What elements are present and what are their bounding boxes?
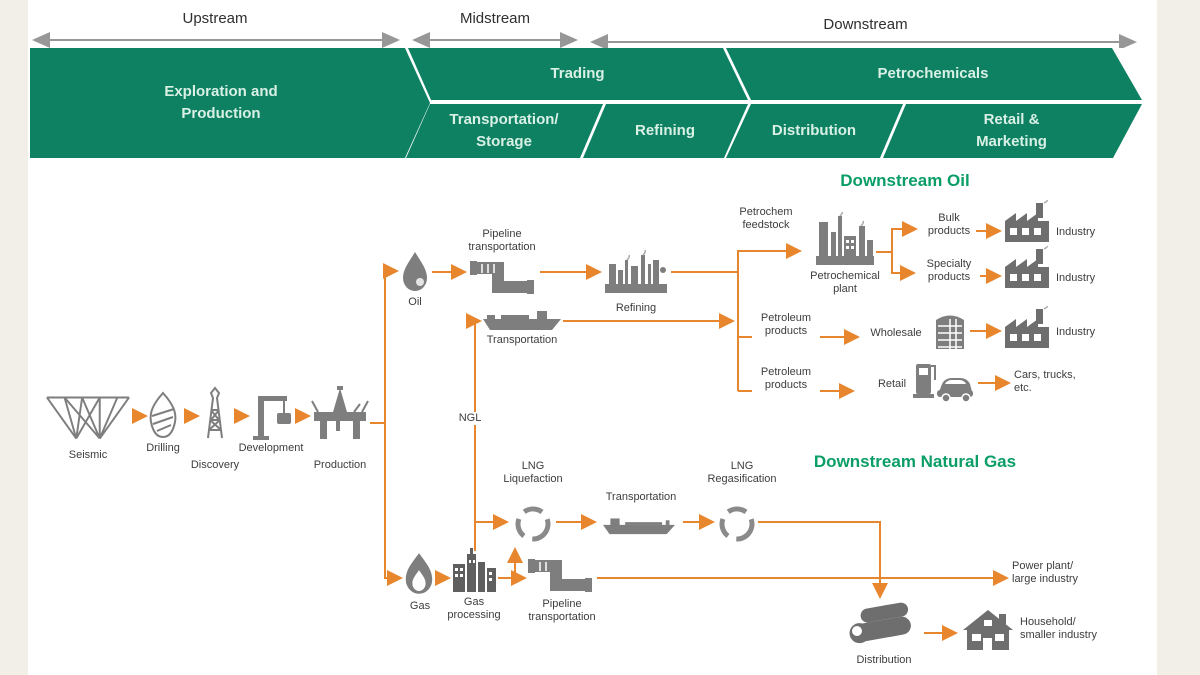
seismic-icon <box>46 396 130 440</box>
heading-downstream-natural-gas: Downstream Natural Gas <box>813 452 1017 471</box>
band-refining: Refining <box>583 104 748 158</box>
refinery-icon <box>605 250 667 293</box>
gas-processing-plant-icon <box>453 548 496 592</box>
band-retail-marketing: Retail & Marketing <box>883 104 1142 158</box>
factory-industry-icon <box>1005 246 1049 288</box>
arrow-regasification-distribution <box>758 521 888 599</box>
arrow-ngl-ship <box>466 313 482 551</box>
bulk-products-label: Bulk products <box>927 212 971 238</box>
pipeline-icon <box>470 261 534 294</box>
factory-industry-icon <box>1005 306 1049 348</box>
house-icon <box>963 610 1013 650</box>
petrochem-feedstock-label: Petrochem feedstock <box>739 206 793 232</box>
band-exploration-production: Exploration and Production <box>30 48 430 158</box>
seismic-label: Seismic <box>68 449 108 461</box>
petroleum-products-retail-label: Petroleum products <box>752 366 820 393</box>
stage-label-downstream: Downstream <box>823 16 908 33</box>
drilling-label: Drilling <box>146 442 180 454</box>
band-transportation-storage: Transportation/ Storage <box>406 104 603 158</box>
derrick-icon <box>207 386 223 439</box>
arrow-refining-petrochemical-plant <box>671 243 802 273</box>
tanker-ship-icon <box>483 311 561 330</box>
cars-trucks-label: Cars, trucks, etc. <box>1014 369 1076 395</box>
arrow-plant-bulk <box>876 221 918 253</box>
drill-bit-icon <box>149 391 177 439</box>
band-trading: Trading <box>408 48 748 100</box>
gas-pipeline-icon <box>528 559 592 592</box>
wholesale-label: Wholesale <box>870 327 922 339</box>
industry-bulk-label: Industry <box>1056 226 1096 238</box>
power-plant-label: Power plant/ large industry <box>1012 560 1079 586</box>
stage-label-upstream: Upstream <box>182 10 248 27</box>
industry-specialty-label: Industry <box>1056 272 1096 284</box>
discovery-label: Discovery <box>190 459 240 471</box>
refining-label: Refining <box>615 302 657 314</box>
oil-drop-icon <box>403 252 427 291</box>
specialty-products-label: Specialty products <box>926 258 972 284</box>
band-distribution: Distribution <box>726 104 903 158</box>
gas-flame-icon <box>405 553 433 594</box>
pipeline-oil-label: Pipeline transportation <box>468 228 536 254</box>
lng-liquefaction-label: LNG Liquefaction <box>503 460 563 486</box>
household-label: Household/ smaller industry <box>1020 616 1098 642</box>
regasification-cycle-icon <box>719 506 755 542</box>
right-margin <box>1157 0 1200 675</box>
arrow-trunk-gas <box>384 423 403 586</box>
ngl-label: NGL <box>450 412 490 426</box>
left-margin <box>0 0 28 675</box>
liquefaction-cycle-icon <box>515 506 551 542</box>
lng-regasification-label: LNG Regasification <box>707 460 777 486</box>
industry-wholesale-label: Industry <box>1056 326 1096 338</box>
crane-icon <box>253 396 291 440</box>
distribution-label: Distribution <box>856 654 912 666</box>
factory-industry-icon <box>1005 200 1049 242</box>
oil-platform-icon <box>311 386 369 439</box>
development-label: Development <box>238 442 304 454</box>
ship-oil-label: Transportation <box>486 334 558 346</box>
lng-ship-icon <box>603 518 675 535</box>
petrochemical-plant-icon <box>816 212 874 265</box>
heading-downstream-oil: Downstream Oil <box>840 171 970 190</box>
stage-label-midstream: Midstream <box>459 10 530 27</box>
distribution-pipes-icon <box>849 602 911 644</box>
stage-extent-arrows <box>32 32 1137 48</box>
pipeline-gas-label: Pipeline transportation <box>528 598 596 624</box>
fuel-pump-car-icon <box>913 364 973 403</box>
arrow-trunk-oil <box>383 263 399 423</box>
oil-label: Oil <box>408 296 422 308</box>
band-petrochemicals: Petrochemicals <box>726 48 1142 100</box>
gas-processing-label: Gas processing <box>447 596 501 622</box>
petroleum-products-wholesale-label: Petroleum products <box>752 312 820 339</box>
arrow-plant-specialty <box>891 252 916 281</box>
retail-label: Retail <box>877 378 907 390</box>
gas-label: Gas <box>409 600 431 612</box>
ship-lng-label: Transportation <box>605 491 677 503</box>
storage-tank-icon <box>936 315 964 349</box>
petrochemical-plant-label: Petrochemical plant <box>810 270 880 296</box>
production-label: Production <box>313 459 367 471</box>
